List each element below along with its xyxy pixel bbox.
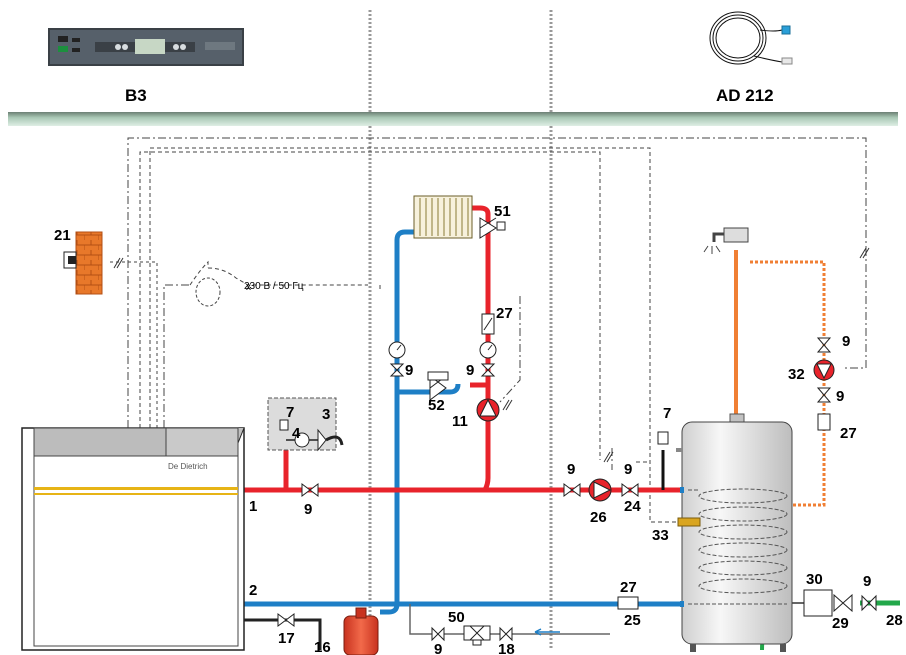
label-11: 11 — [452, 413, 468, 430]
differential-valve-icon — [427, 371, 449, 401]
label-51: 51 — [494, 203, 511, 220]
label-29: 29 — [832, 615, 849, 632]
outdoor-sensor-wall — [63, 231, 103, 295]
sensor-label: AD 212 — [716, 86, 774, 105]
label-33: 33 — [652, 527, 669, 544]
filling-valve-icon — [499, 626, 513, 642]
shutoff-valve-icon — [816, 337, 832, 353]
label-28: 28 — [886, 612, 903, 629]
thermometer-icon — [388, 341, 406, 359]
label-32: 32 — [788, 366, 805, 383]
label-25: 25 — [624, 612, 641, 629]
label-17: 17 — [278, 630, 295, 647]
tap-icon — [703, 227, 749, 254]
inlet-valve-icon — [861, 594, 877, 612]
label-27-return: 27 — [620, 579, 637, 596]
label-26: 26 — [590, 509, 607, 526]
filling-pipe — [409, 604, 610, 635]
label-24: 24 — [624, 498, 641, 515]
control-wiring — [110, 137, 867, 523]
supply-valve-icon — [301, 483, 319, 497]
switch-cross: x — [246, 282, 251, 293]
safety-group-valve-icon — [833, 593, 853, 613]
label-9-filling: 9 — [434, 641, 442, 655]
label-2: 2 — [249, 582, 257, 599]
label-4: 4 — [292, 425, 301, 442]
tank-air-vent-icon — [657, 431, 669, 445]
label-50: 50 — [448, 609, 465, 626]
power-supply-note: 230 B / 50 Гц x — [195, 277, 304, 307]
drain-pipe — [242, 618, 322, 650]
return-check-valve-icon — [617, 596, 639, 610]
label-9-inlet: 9 — [863, 573, 871, 590]
label-27-radiator: 27 — [496, 305, 513, 322]
boiler: De Dietrich — [21, 427, 245, 651]
thermometer-icon — [479, 341, 497, 359]
shutoff-valve-icon — [389, 363, 405, 377]
disconnector-icon — [463, 625, 491, 646]
cold-return-pipes — [244, 229, 680, 615]
recirculation-pipe — [750, 260, 826, 507]
label-9-pump-right: 9 — [624, 461, 632, 478]
label-9-supply: 9 — [304, 501, 312, 518]
label-16: 16 — [314, 639, 331, 655]
label-3: 3 — [322, 406, 330, 423]
heating-pump-icon — [476, 398, 500, 422]
safety-group — [267, 397, 344, 452]
flow-arrow-icon — [534, 628, 560, 636]
thermostatic-valve-icon — [479, 217, 506, 239]
controller-b3-image — [48, 28, 244, 66]
safety-valve-icon — [317, 428, 327, 452]
filling-valve-icon — [431, 626, 445, 642]
label-52: 52 — [428, 397, 445, 414]
label-9-radiator-right: 9 — [466, 362, 474, 379]
header-band — [8, 112, 898, 126]
label-21: 21 — [54, 227, 71, 244]
label-1: 1 — [249, 498, 257, 515]
shutoff-valve-icon — [480, 363, 496, 377]
header: B3 AD 212 — [8, 10, 898, 126]
label-7-tank: 7 — [663, 405, 671, 422]
dhw-tank — [676, 413, 793, 652]
label-9-recirculation-bottom: 9 — [836, 388, 844, 405]
dhw-pump-icon — [588, 478, 612, 502]
pressure-reducer-icon — [803, 589, 833, 617]
shutoff-valve-icon — [563, 483, 581, 497]
drain-valve-icon — [277, 613, 295, 627]
label-9-radiator-left: 9 — [405, 362, 413, 379]
label-7-safety: 7 — [286, 404, 294, 421]
label-9-pump-left: 9 — [567, 461, 575, 478]
shutoff-valve-icon — [816, 387, 832, 403]
label-18: 18 — [498, 641, 515, 655]
tank-sensor-icon — [677, 517, 701, 527]
expansion-vessel — [343, 607, 379, 655]
sensor-ad212-image — [709, 11, 793, 65]
recirculation-check-valve-icon — [817, 413, 831, 431]
radiator — [413, 195, 473, 239]
label-9-recirculation-top: 9 — [842, 333, 850, 350]
boiler-brand: De Dietrich — [168, 462, 208, 471]
label-30: 30 — [806, 571, 823, 588]
power-supply-label: 230 B / 50 Гц — [244, 281, 304, 292]
label-27-recirculation: 27 — [840, 425, 857, 442]
shutoff-valve-icon — [621, 483, 639, 497]
wiring-hash-marks — [113, 247, 870, 463]
recirculation-pump-icon — [813, 359, 835, 381]
controller-label: B3 — [125, 86, 147, 105]
air-vent-icon — [279, 419, 289, 431]
